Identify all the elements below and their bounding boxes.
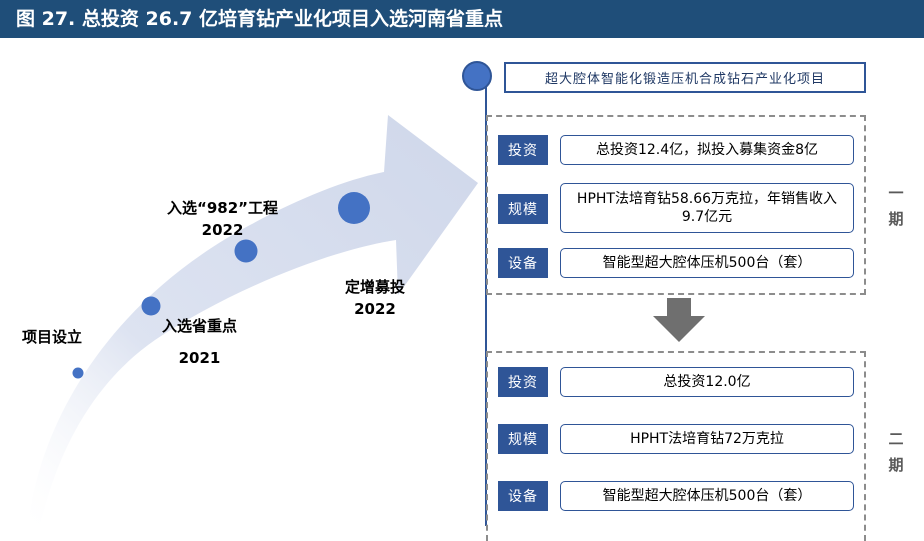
- curved-arrow-shape: [28, 115, 478, 526]
- milestone-year-3: 2022: [201, 221, 244, 239]
- row-tag: 规模: [498, 194, 548, 224]
- milestone-dot-3: [234, 239, 258, 263]
- milestone-label-4: 定增募投 2022: [345, 278, 406, 318]
- row-tag: 设备: [498, 248, 548, 278]
- milestone-label-2: 入选省重点 2021: [162, 317, 238, 367]
- row-value: HPHT法培育钻72万克拉: [560, 424, 854, 454]
- milestone-dot-1: [72, 367, 84, 379]
- row-tag: 设备: [498, 481, 548, 511]
- timeline-dot: [462, 61, 492, 91]
- row-value: 总投资12.4亿，拟投入募集资金8亿: [560, 135, 854, 165]
- row-tag: 投资: [498, 367, 548, 397]
- down-arrow-icon: [653, 298, 705, 342]
- title-bar: 图 27. 总投资 26.7 亿培育钻产业化项目入选河南省重点: [0, 0, 924, 38]
- phase-2-box: 投资 总投资12.0亿 规模 HPHT法培育钻72万克拉 设备 智能型超大腔体压…: [486, 351, 866, 541]
- milestone-dot-2: [141, 296, 161, 316]
- milestone-label-3: 入选“982”工程 2022: [167, 199, 279, 239]
- row-tag: 规模: [498, 424, 548, 454]
- row-value: 智能型超大腔体压机500台（套）: [560, 481, 854, 511]
- project-title: 超大腔体智能化锻造压机合成钻石产业化项目: [504, 62, 866, 93]
- milestone-year-4: 2022: [354, 300, 396, 318]
- row-value: HPHT法培育钻58.66万克拉，年销售收入9.7亿元: [560, 183, 854, 233]
- row-tag: 投资: [498, 135, 548, 165]
- milestone-year-2: 2021: [178, 349, 221, 367]
- milestone-dot-4: [338, 192, 370, 224]
- timeline-line: [485, 76, 487, 526]
- milestone-label-1: 项目设立: [22, 328, 83, 346]
- timeline-diagram: [28, 115, 705, 526]
- row-value: 总投资12.0亿: [560, 367, 854, 397]
- phase-1-box: 投资 总投资12.4亿，拟投入募集资金8亿 规模 HPHT法培育钻58.66万克…: [486, 115, 866, 295]
- page-title: 图 27. 总投资 26.7 亿培育钻产业化项目入选河南省重点: [16, 8, 503, 30]
- phase-2-label: 二期: [888, 430, 904, 474]
- row-value: 智能型超大腔体压机500台（套）: [560, 248, 854, 278]
- phase-1-label: 一期: [888, 184, 904, 228]
